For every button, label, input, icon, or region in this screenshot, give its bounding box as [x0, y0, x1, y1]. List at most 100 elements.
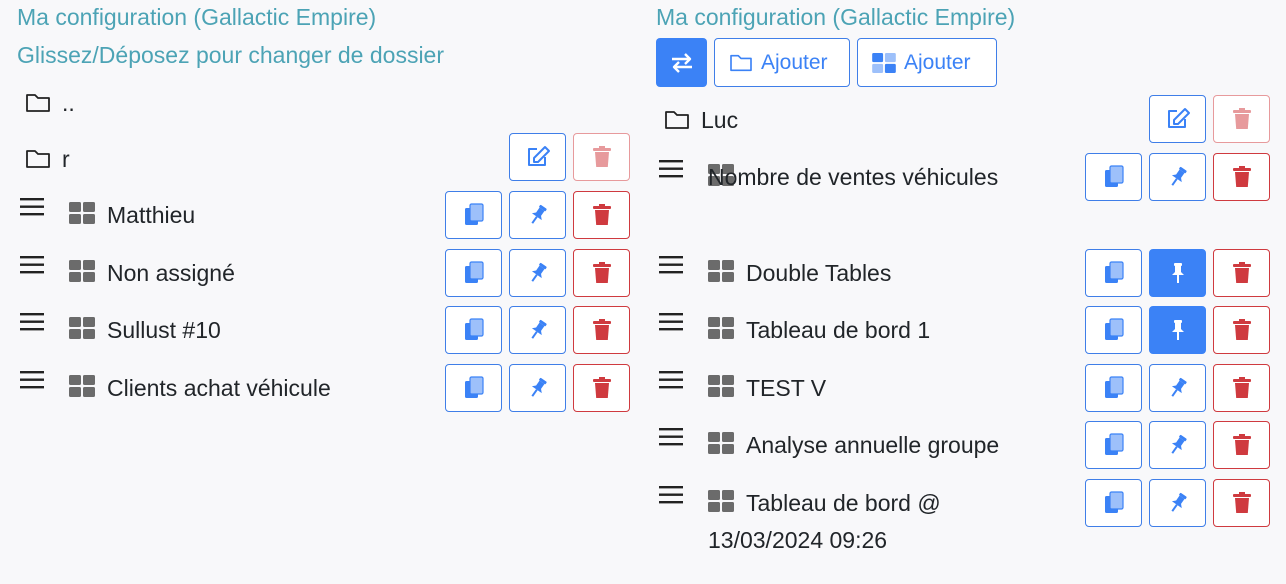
add-folder-button[interactable]: Ajouter — [714, 38, 850, 87]
copy-button[interactable] — [1085, 306, 1142, 354]
folder-icon — [25, 148, 51, 170]
delete-folder-button[interactable] — [1213, 95, 1270, 143]
pin-button[interactable] — [509, 249, 566, 297]
add-dashboard-button[interactable]: Ajouter — [857, 38, 997, 87]
list-item[interactable]: Non assigné — [17, 256, 631, 304]
item-label: Nombre de ventes véhicules — [708, 164, 999, 190]
trash-icon — [592, 319, 612, 341]
delete-button[interactable] — [573, 364, 630, 412]
copy-icon — [1103, 164, 1125, 190]
delete-button[interactable] — [1213, 249, 1270, 297]
delete-button[interactable] — [573, 306, 630, 354]
delete-button[interactable] — [1213, 306, 1270, 354]
drag-handle-icon[interactable] — [658, 252, 684, 278]
drag-handle-icon[interactable] — [19, 252, 45, 278]
copy-icon — [463, 260, 485, 286]
drag-handle-icon[interactable] — [19, 194, 45, 220]
copy-button[interactable] — [1085, 421, 1142, 469]
folder-label: Luc — [701, 107, 739, 133]
delete-button[interactable] — [573, 191, 630, 239]
left-config-title: Ma configuration (Gallactic Empire) — [17, 4, 377, 30]
list-item[interactable]: TEST V — [656, 371, 1271, 419]
pin-icon — [1166, 376, 1190, 400]
list-item[interactable]: Matthieu — [17, 198, 631, 246]
add-dashboard-label: Ajouter — [904, 50, 971, 74]
pin-icon — [1166, 491, 1190, 515]
trash-icon — [592, 146, 612, 168]
delete-folder-button[interactable] — [573, 133, 630, 181]
folder-row-r[interactable]: r — [17, 146, 631, 188]
trash-icon — [1232, 377, 1252, 399]
dashboard-icon — [69, 202, 95, 224]
pin-icon — [1166, 261, 1190, 285]
pin-button[interactable] — [1149, 153, 1206, 201]
add-folder-label: Ajouter — [761, 50, 828, 74]
list-item[interactable]: Nombre de ventes véhicules — [656, 160, 1271, 236]
item-label: Clients achat véhicule — [107, 375, 331, 401]
dashboard-icon — [708, 164, 734, 186]
trash-icon — [1232, 492, 1252, 514]
list-item[interactable]: Analyse annuelle groupe — [656, 428, 1271, 476]
copy-button[interactable] — [1085, 249, 1142, 297]
dashboard-icon — [708, 490, 734, 512]
drag-handle-icon[interactable] — [19, 367, 45, 393]
edit-folder-button[interactable] — [509, 133, 566, 181]
edit-icon — [1165, 107, 1191, 131]
list-item[interactable]: Clients achat véhicule — [17, 371, 631, 419]
copy-icon — [1103, 432, 1125, 458]
drag-handle-icon[interactable] — [658, 309, 684, 335]
item-label: Tableau de bord 1 — [746, 317, 931, 343]
drag-handle-icon[interactable] — [658, 482, 684, 508]
copy-icon — [1103, 490, 1125, 516]
edit-folder-button[interactable] — [1149, 95, 1206, 143]
trash-icon — [1232, 262, 1252, 284]
pin-button[interactable] — [509, 306, 566, 354]
pin-icon — [526, 203, 550, 227]
drag-handle-icon[interactable] — [658, 367, 684, 393]
dashboard-icon — [708, 375, 734, 397]
copy-icon — [463, 375, 485, 401]
pin-button[interactable] — [509, 364, 566, 412]
folder-icon — [664, 109, 690, 131]
dashboard-add-icon — [872, 52, 896, 73]
folder-row-parent[interactable]: .. — [17, 90, 631, 132]
item-label: Analyse annuelle groupe — [746, 432, 1000, 458]
pin-button[interactable] — [1149, 421, 1206, 469]
dashboard-icon — [69, 317, 95, 339]
drag-handle-icon[interactable] — [658, 424, 684, 450]
copy-button[interactable] — [445, 249, 502, 297]
copy-button[interactable] — [445, 306, 502, 354]
delete-button[interactable] — [1213, 153, 1270, 201]
drag-handle-icon[interactable] — [19, 309, 45, 335]
dashboard-icon — [69, 260, 95, 282]
folder-add-icon — [729, 53, 753, 73]
delete-button[interactable] — [1213, 364, 1270, 412]
drag-handle-icon[interactable] — [658, 156, 684, 182]
delete-button[interactable] — [1213, 421, 1270, 469]
swap-button[interactable] — [656, 38, 707, 87]
folder-row-luc[interactable]: Luc — [656, 107, 1271, 149]
pin-button[interactable] — [509, 191, 566, 239]
pin-button-active[interactable] — [1149, 306, 1206, 354]
pin-button[interactable] — [1149, 364, 1206, 412]
item-label: Double Tables — [746, 260, 892, 286]
copy-icon — [1103, 260, 1125, 286]
copy-button[interactable] — [445, 364, 502, 412]
list-item[interactable]: Sullust #10 — [17, 313, 631, 361]
dashboard-icon — [708, 432, 734, 454]
list-item[interactable]: Tableau de bord @ 13/03/2024 09:26 — [656, 486, 1271, 562]
delete-button[interactable] — [573, 249, 630, 297]
list-item[interactable]: Tableau de bord 1 — [656, 313, 1271, 361]
delete-button[interactable] — [1213, 479, 1270, 527]
list-item[interactable]: Double Tables — [656, 256, 1271, 304]
pin-icon — [526, 376, 550, 400]
pin-button-active[interactable] — [1149, 249, 1206, 297]
pin-icon — [1166, 318, 1190, 342]
copy-button[interactable] — [1085, 479, 1142, 527]
copy-button[interactable] — [445, 191, 502, 239]
pin-button[interactable] — [1149, 479, 1206, 527]
trash-icon — [1232, 434, 1252, 456]
copy-button[interactable] — [1085, 153, 1142, 201]
dashboard-icon — [708, 317, 734, 339]
copy-button[interactable] — [1085, 364, 1142, 412]
